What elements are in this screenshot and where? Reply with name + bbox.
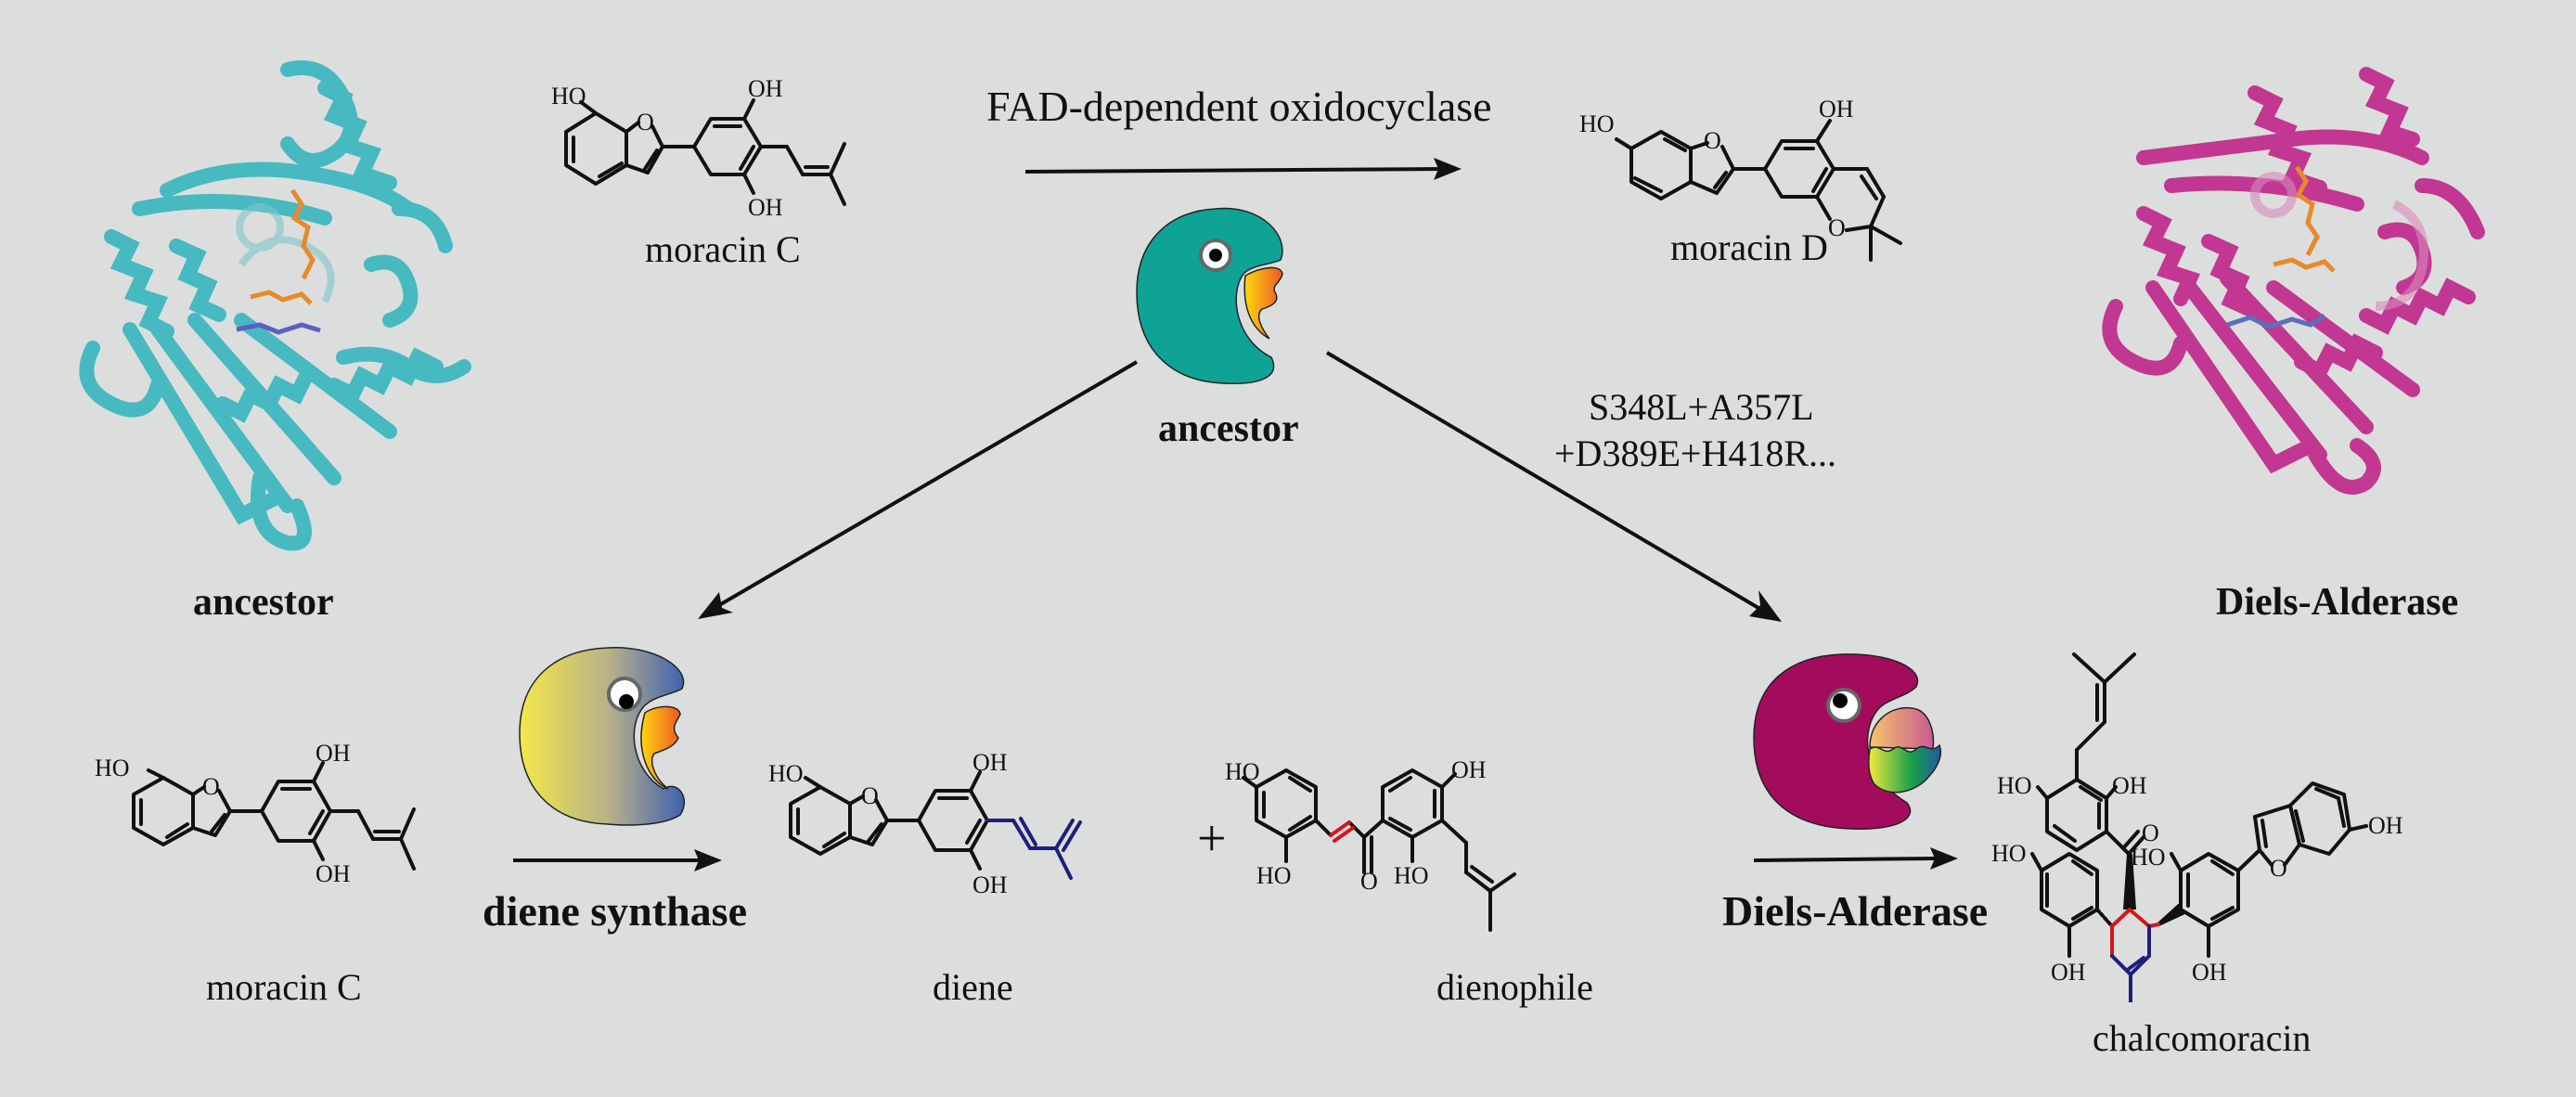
atom-label: O xyxy=(202,773,220,800)
moracin-d-label: moracin D xyxy=(1670,226,1828,268)
enzyme-body-icon xyxy=(1136,207,1283,384)
atom-label: O xyxy=(861,782,879,809)
protein-ribbon-icon xyxy=(79,60,471,551)
diene-label: diene xyxy=(933,966,1013,1008)
atom-label: OH xyxy=(1451,756,1487,783)
moracin-c-top-structure: HO O OH OH xyxy=(538,56,965,241)
mutations-line-2: +D389E+H418R... xyxy=(1554,432,1837,474)
atom-label: OH xyxy=(748,194,783,221)
protein-ribbon-icon xyxy=(2102,67,2485,495)
atom-label: OH xyxy=(2192,959,2227,986)
atom-label: O xyxy=(1704,127,1721,154)
moracin-c-top-label: moracin C xyxy=(645,228,801,270)
atom-label: OH xyxy=(748,75,783,102)
top-reaction-arrow xyxy=(1024,158,1462,180)
atom-label: O xyxy=(1828,214,1846,241)
atom-label: O xyxy=(2142,820,2159,846)
moracin-c-bottom-structure: HO O OH OH xyxy=(84,733,510,919)
diels-alderase-step-label: Diels-Alderase xyxy=(1722,887,1989,935)
atom-label: HO xyxy=(1991,840,2027,867)
atom-label: HO xyxy=(95,755,130,781)
beak-bottom-icon xyxy=(1868,743,1941,794)
diels-alderase-protein-structure xyxy=(2088,56,2533,575)
ancestor-protein-label: ancestor xyxy=(193,581,334,624)
atom-label: OH xyxy=(2368,812,2403,839)
arrow-head-icon xyxy=(698,592,733,619)
atom-label: HO xyxy=(1225,758,1260,785)
diene-structure: HO O OH OH xyxy=(761,733,1188,919)
diels-alderase-arrow xyxy=(1753,847,1958,870)
arrow-head-icon xyxy=(1930,847,1958,870)
chalcomoracin-label: chalcomoracin xyxy=(2093,1017,2312,1059)
fad-oxidocyclase-label: FAD-dependent oxidocyclase xyxy=(986,83,1492,130)
chalcomoracin-structure: HO OH O HO HO OH OH O OH xyxy=(1949,631,2524,1004)
moracin-c-bottom-label: moracin C xyxy=(206,966,362,1008)
atom-label: HO xyxy=(1579,110,1615,137)
atom-label: HO xyxy=(2131,844,2166,871)
ancestor-protein-structure xyxy=(56,51,501,589)
atom-label: HO xyxy=(1394,862,1429,889)
enzyme-body-icon xyxy=(519,647,686,826)
arrow-head-icon xyxy=(1749,590,1782,622)
atom-label: OH xyxy=(2112,772,2147,799)
atom-label: OH xyxy=(316,740,351,767)
atom-label: O xyxy=(637,109,654,136)
atom-label: O xyxy=(2270,855,2287,882)
arrow-head-icon xyxy=(694,849,722,871)
beak-top-icon xyxy=(1869,706,1935,750)
diene-synthase-label: diene synthase xyxy=(483,887,747,935)
plus-sign: + xyxy=(1197,810,1227,868)
arrow-head-icon xyxy=(1434,158,1462,180)
atom-label: OH xyxy=(972,871,1008,898)
atom-label: HO xyxy=(1256,862,1292,889)
atom-label: HO xyxy=(1997,772,2032,799)
atom-label: OH xyxy=(1819,96,1854,123)
enzyme-beak-icon xyxy=(1243,266,1283,340)
atom-label: HO xyxy=(768,760,804,787)
diels-alderase-protein-label: Diels-Alderase xyxy=(2216,581,2459,624)
moracin-d-structure: HO O OH O xyxy=(1568,84,1939,269)
atom-label: OH xyxy=(2051,959,2086,986)
dienophile-structure: HO HO O HO OH xyxy=(1225,733,1652,956)
atom-label: O xyxy=(1360,868,1378,895)
dienophile-label: dienophile xyxy=(1436,966,1593,1008)
ancestor-enzyme-label: ancestor xyxy=(1158,407,1299,450)
atom-label: OH xyxy=(316,860,351,887)
diene-synthase-arrow xyxy=(513,849,722,871)
atom-label: HO xyxy=(551,83,586,110)
ancestor-enzyme-cartoon xyxy=(1136,207,1283,384)
mutations-line-1: S348L+A357L xyxy=(1589,386,1814,428)
diene-synthase-cartoon xyxy=(519,647,686,826)
diels-alderase-enzyme-cartoon xyxy=(1753,653,1941,830)
enzyme-beak-icon xyxy=(640,705,681,790)
atom-label: OH xyxy=(972,749,1008,776)
